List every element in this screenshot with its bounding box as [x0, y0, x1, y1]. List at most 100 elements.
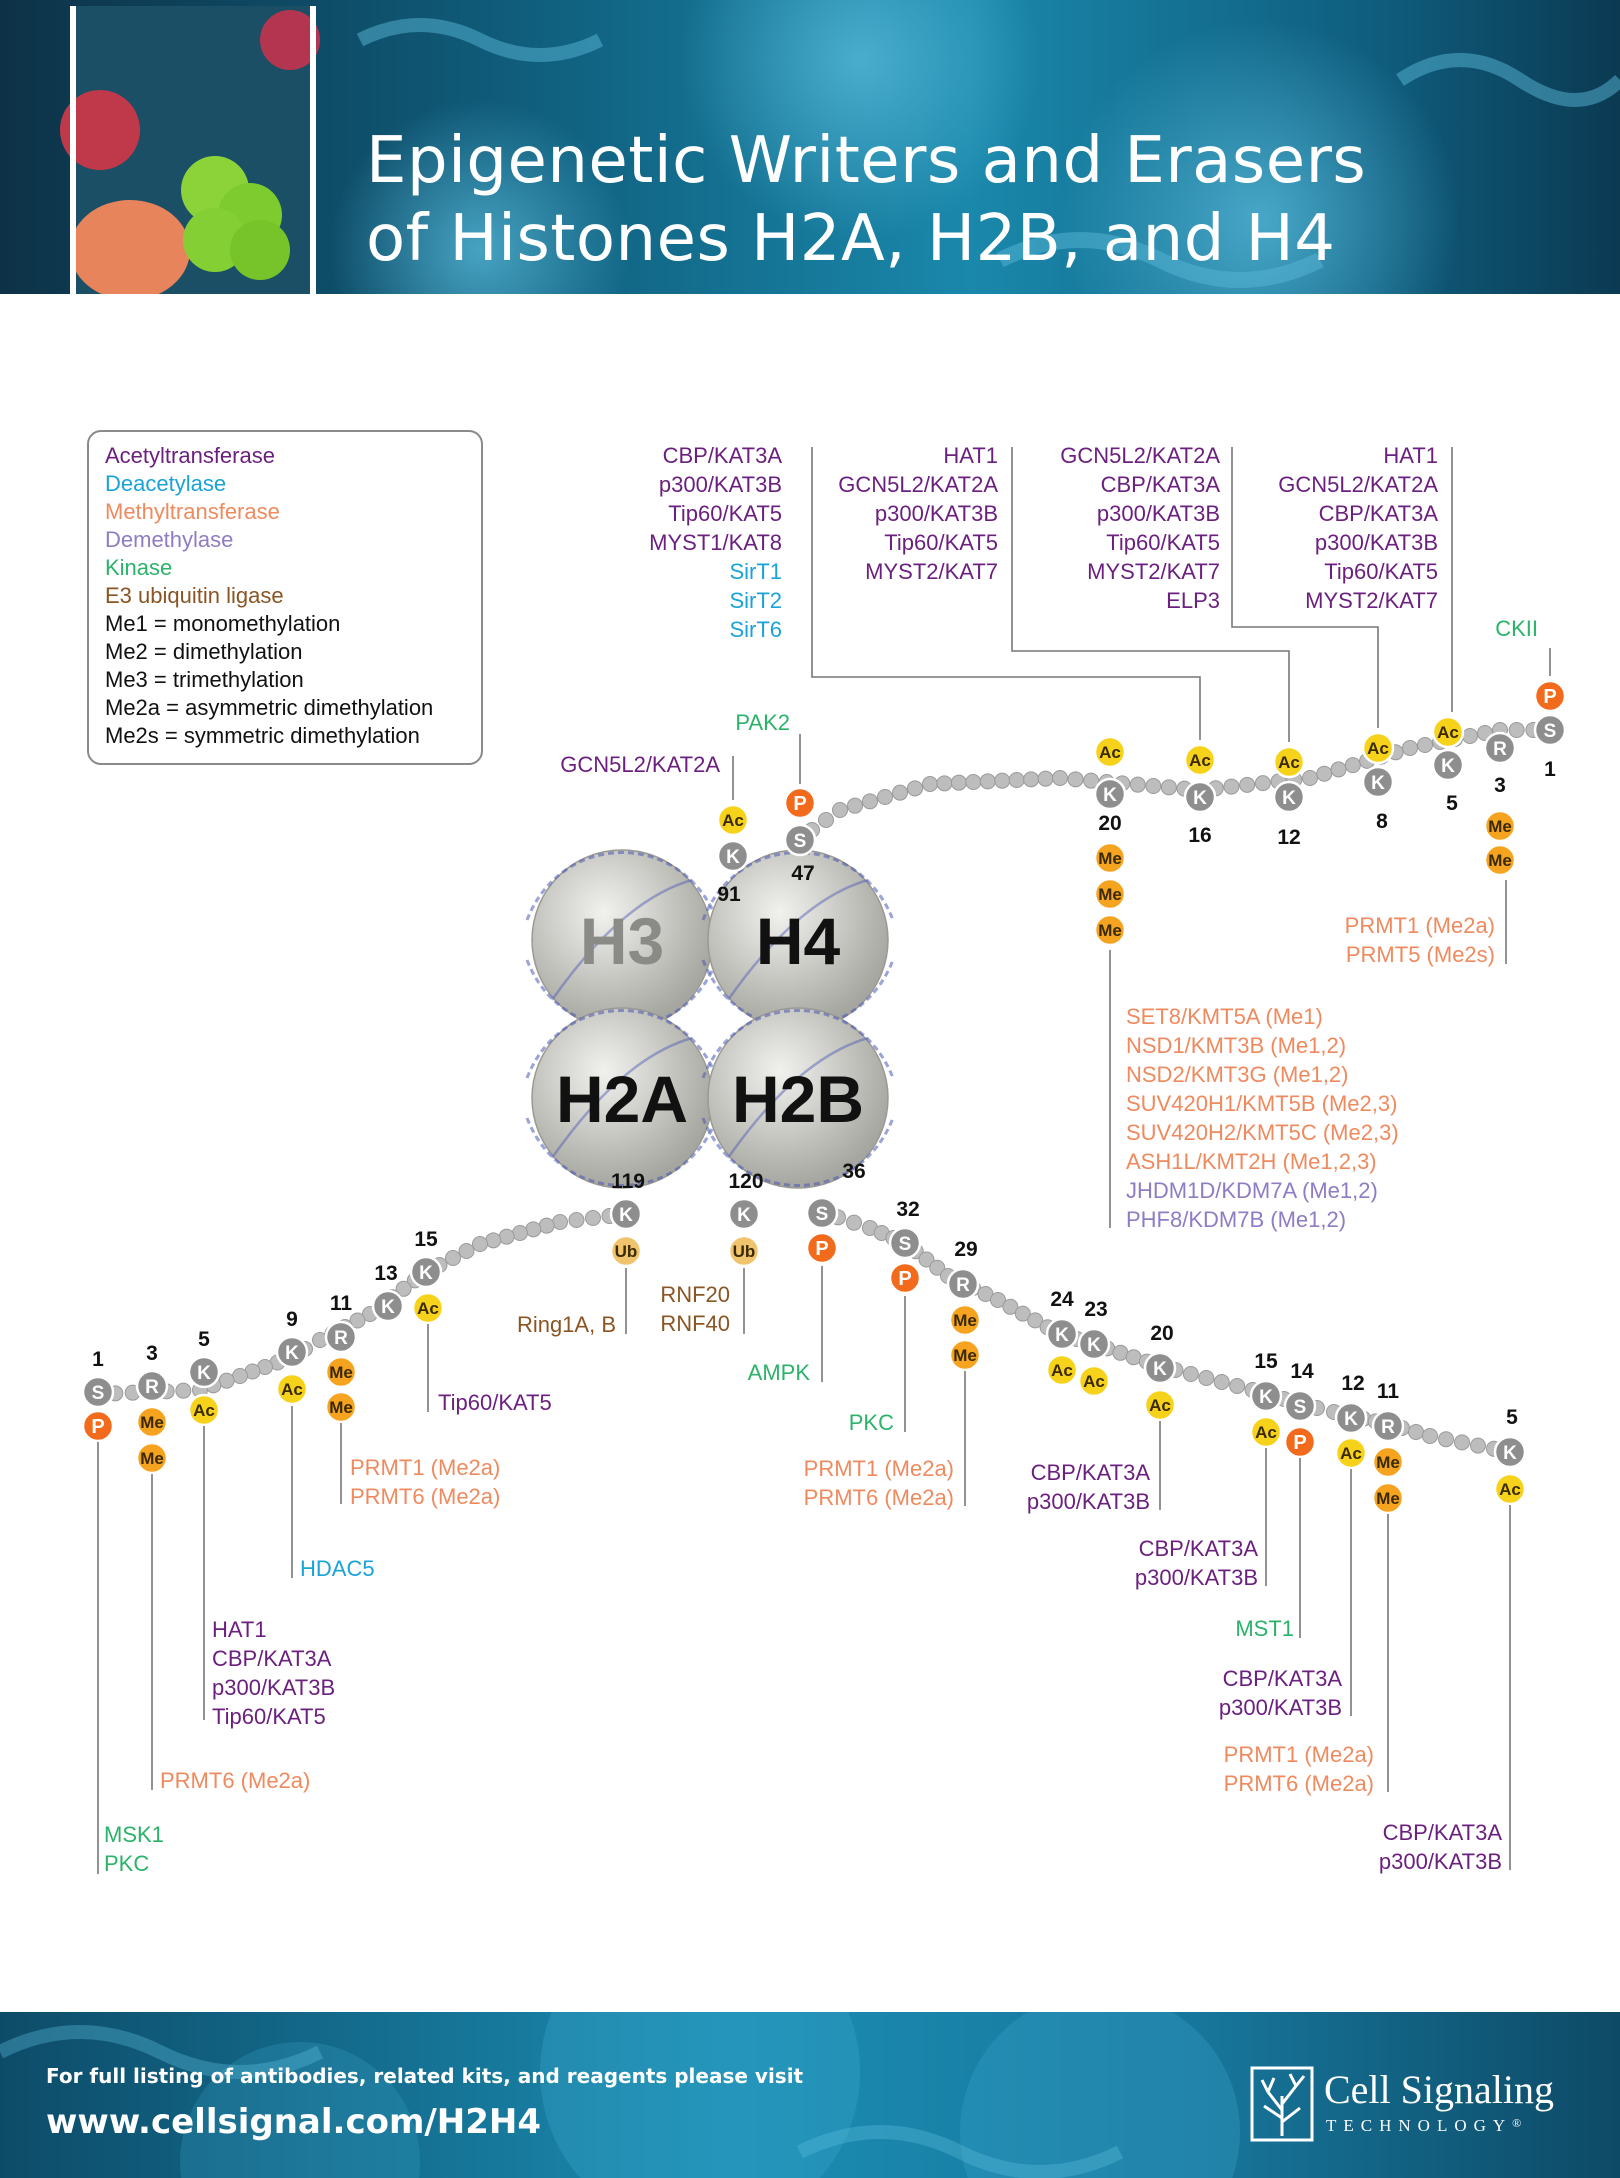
dna-strand	[701, 1117, 895, 1187]
h2b-chain-bead	[1002, 1298, 1019, 1315]
badge-label: Me	[329, 1398, 353, 1417]
enzyme-label: Tip60/KAT5	[1106, 530, 1220, 555]
h2b-chain-bead	[990, 1292, 1006, 1308]
legend-item: Acetyltransferase	[105, 443, 275, 468]
badge-label: Ac	[1083, 1372, 1105, 1391]
enzyme-label: PAK2	[735, 710, 790, 735]
legend-item: Deacetylase	[105, 471, 227, 496]
residue-letter: R	[1381, 1417, 1395, 1438]
residue-number: 15	[414, 1228, 438, 1251]
dna-strand	[701, 1009, 895, 1079]
residue-letter: S	[816, 1204, 829, 1225]
ac-badge	[1249, 1415, 1283, 1449]
h4-chain-bead	[922, 776, 938, 792]
h2b-chain-bead	[1182, 1366, 1199, 1382]
badge-label: Ac	[1149, 1396, 1171, 1415]
enzyme-label: CBP/KAT3A	[1101, 472, 1221, 497]
legend-item: Me2s = symmetric dimethylation	[105, 723, 420, 748]
residue-number: 8	[1376, 810, 1388, 833]
enzyme-label: Tip60/KAT5	[1324, 559, 1438, 584]
residue-number: 1	[92, 1348, 104, 1371]
enzyme-label: MYST1/KAT8	[649, 530, 782, 555]
h2a-chain-bead	[218, 1372, 235, 1389]
enzyme-label: CBP/KAT3A	[663, 443, 783, 468]
enzyme-label: AMPK	[748, 1360, 811, 1385]
enzyme-label: ASH1L/KMT2H (Me1,2,3)	[1126, 1149, 1377, 1174]
h4-chain-bead	[1344, 757, 1361, 774]
residue-number: 15	[1254, 1350, 1278, 1373]
footer-url-link[interactable]: www.cellsignal.com/H2H4	[46, 2102, 542, 2142]
h4-chain-bead	[1145, 778, 1162, 794]
residue-number: 9	[286, 1308, 298, 1331]
me-badge	[1093, 913, 1127, 947]
residue-number: 11	[330, 1292, 353, 1315]
h2a-chain-bead	[445, 1250, 461, 1266]
histone-h2a-label: H2A	[556, 1062, 688, 1136]
h4-chain-bead	[847, 797, 863, 814]
enzyme-label: PRMT5 (Me2s)	[1346, 942, 1495, 967]
badge-label: Ac	[1340, 1444, 1362, 1463]
histone-h2b	[707, 1007, 889, 1189]
ac-badge	[1361, 731, 1395, 765]
h2b-chain-bead	[1014, 1305, 1031, 1322]
enzyme-label: PRMT1 (Me2a)	[1345, 913, 1495, 938]
enzyme-label: MYST2/KAT7	[865, 559, 998, 584]
residue-letter: K	[1087, 1335, 1101, 1356]
h4-chain-bead	[877, 789, 893, 805]
badge-label: Me	[1488, 851, 1512, 870]
h4-chain-bead	[1254, 775, 1271, 792]
enzyme-label: Ring1A, B	[517, 1312, 616, 1337]
badge-label: Ac	[1499, 1480, 1521, 1499]
dna-strand	[525, 851, 719, 921]
badge-label: Ub	[733, 1242, 756, 1261]
enzyme-label: p300/KAT3B	[875, 501, 998, 526]
enzyme-label: Tip60/KAT5	[668, 501, 782, 526]
residue-letter: K	[1282, 788, 1296, 809]
residue-number: 91	[717, 883, 741, 906]
h4-chain-bead	[1316, 765, 1333, 782]
p-badge	[1283, 1425, 1317, 1459]
badge-label: Me	[140, 1413, 164, 1432]
me-badge	[1093, 841, 1127, 875]
residue-number: 1	[1544, 758, 1556, 781]
residue-letter: S	[1544, 721, 1557, 742]
residue-k	[609, 1197, 643, 1231]
residue-number: 120	[728, 1170, 763, 1193]
residue-number: 5	[1506, 1406, 1518, 1429]
residue-letter: S	[1294, 1397, 1307, 1418]
h2b-chain-bead	[846, 1214, 862, 1231]
badge-label: Ac	[1278, 753, 1300, 772]
ub-badge	[609, 1234, 643, 1268]
legend-item: Me1 = monomethylation	[105, 611, 341, 636]
residue-letter: K	[285, 1343, 299, 1364]
residue-letter: K	[726, 847, 740, 868]
badge-label: Ac	[1099, 743, 1121, 762]
h4-chain-bead	[907, 780, 923, 797]
residue-r	[1371, 1409, 1405, 1443]
logo-subtitle-text: TECHNOLOGY	[1326, 2116, 1513, 2135]
residue-letter: R	[1493, 739, 1507, 760]
residue-letter: K	[1103, 785, 1117, 806]
enzyme-label: HAT1	[212, 1617, 267, 1642]
residue-number: 24	[1050, 1288, 1074, 1311]
logo-subtitle: TECHNOLOGY®	[1326, 2116, 1521, 2136]
residue-letter: R	[956, 1275, 970, 1296]
badge-label: Me	[140, 1449, 164, 1468]
h2a-chain-bead	[395, 1280, 412, 1297]
residue-number: 3	[1494, 774, 1506, 797]
enzyme-label: SUV420H1/KMT5B (Me2,3)	[1126, 1091, 1397, 1116]
residue-letter: S	[92, 1383, 105, 1404]
residue-s	[783, 823, 817, 857]
h4-chain-bead	[892, 784, 908, 801]
residue-number: 14	[1290, 1360, 1314, 1383]
residue-s	[888, 1226, 922, 1260]
residue-number: 3	[146, 1342, 158, 1365]
h2a-chain-bead	[585, 1210, 601, 1226]
ac-badge	[1272, 745, 1306, 779]
h4-chain-bead	[862, 793, 878, 810]
me-badge	[1371, 1481, 1405, 1515]
badge-label: Me	[1098, 885, 1122, 904]
legend-item: Me2a = asymmetric dimethylation	[105, 695, 434, 720]
h4-chain-bead	[979, 773, 996, 790]
h2b-chain-bead	[1454, 1434, 1470, 1451]
